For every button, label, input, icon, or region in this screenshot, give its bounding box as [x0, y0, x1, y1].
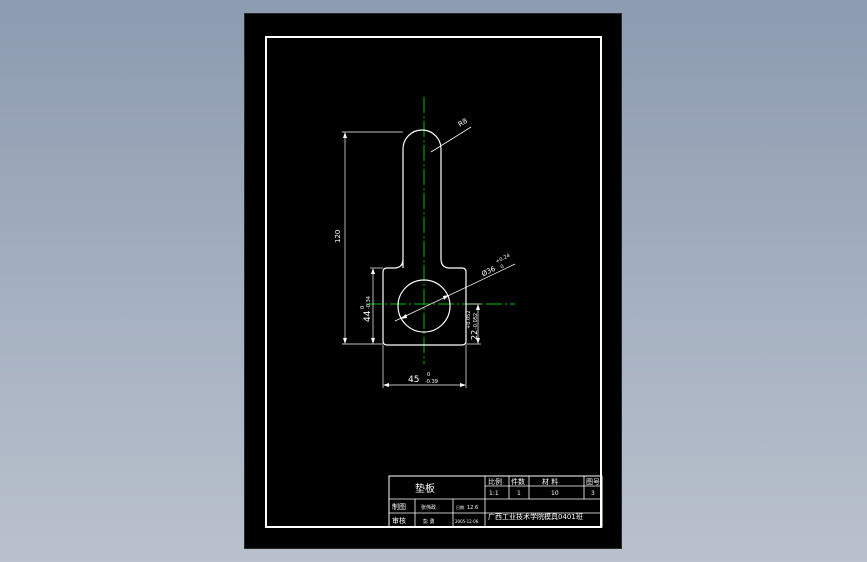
school-name: 广西工业技术学院模具0401班 [488, 512, 583, 521]
hole-dia-leader [394, 263, 516, 322]
drawing-no-value: 3 [591, 490, 595, 497]
dim-45-tol-lower: -0.39 [425, 379, 438, 385]
col-drawing-no: 图号 [586, 478, 600, 486]
drawing-sheet: R8 120 44 0 -0.34 22 +0.052 -0.052 [244, 13, 622, 549]
checker-value: 彭 勇 [423, 518, 435, 525]
qty-value: 1 [517, 490, 521, 497]
dim-44-tol-upper: 0 [360, 306, 366, 309]
hole-dia-tol-lower: 0 [500, 264, 505, 271]
dim-22-label: 22 [470, 330, 479, 340]
arrow-120-top [343, 132, 347, 138]
dim-22-tol-lower: -0.052 [473, 313, 479, 329]
part-outline [382, 129, 467, 346]
arrow-44-bottom [371, 338, 375, 344]
dim-45-label: 45 [408, 375, 419, 385]
col-qty: 件数 [511, 477, 525, 486]
arrow-120-bottom [343, 338, 347, 344]
dim-22-tol-upper: +0.052 [466, 310, 472, 329]
arrow-hole-right [443, 295, 449, 300]
arrow-45-right [460, 383, 466, 387]
title-block-border [388, 475, 603, 528]
arrow-44-top [371, 268, 375, 274]
material-value: 10 [551, 490, 559, 497]
arrow-45-left [383, 383, 389, 387]
dim-44-tol-lower: -0.34 [366, 296, 372, 309]
scale-value: 1:1 [489, 490, 499, 497]
dim-45-tol-upper: 0 [427, 372, 430, 378]
col-scale: 比例 [488, 477, 502, 486]
radius-leader [430, 126, 472, 153]
checker-label: 审核 [392, 516, 406, 525]
drafter-label: 制图 [392, 502, 406, 511]
hole-dia-tol-upper: +0.24 [495, 253, 511, 265]
date-label: 日期 [456, 504, 464, 510]
center-hole [397, 279, 451, 333]
cad-drawing: R8 120 44 0 -0.34 22 +0.052 -0.052 [265, 36, 603, 528]
date2-value: 2005-12-06 [455, 519, 479, 524]
arrow-22-top [476, 304, 480, 310]
arrow-hole-left [400, 314, 407, 319]
drafter-value: 张伟政 [421, 504, 436, 511]
part-name: 垫板 [415, 482, 435, 495]
dim-44-label: 44 [363, 310, 373, 322]
col-material: 材 料 [542, 477, 558, 486]
arrow-22-bottom [476, 338, 480, 344]
radius-label: R8 [457, 117, 469, 129]
title-block: 垫板 比例 件数 材 料 图号 1:1 1 10 3 制图 张伟政 日期 12.… [388, 475, 603, 528]
date-value: 12.6 [467, 505, 478, 511]
dim-120-label: 120 [334, 230, 342, 243]
